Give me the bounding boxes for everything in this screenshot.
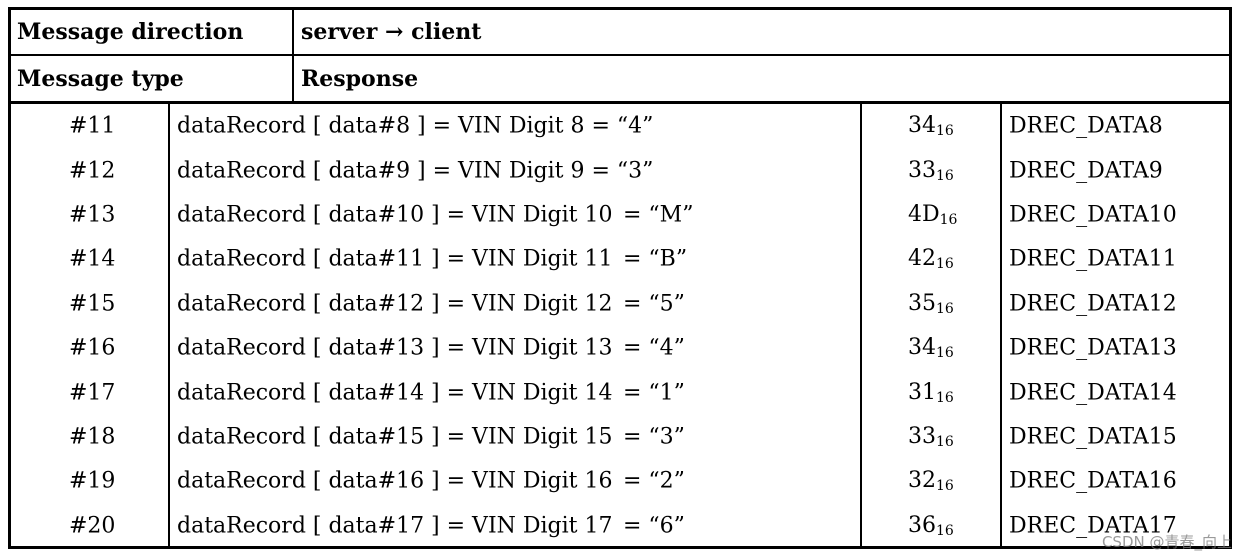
header-row-type: Message type Response [11,56,1229,104]
mnemonic: DREC_DATA16 [1009,468,1177,494]
parameter-description: dataRecord [ data#11 ] = VIN Digit 11 [177,246,613,272]
mnemonic: DREC_DATA15 [1009,424,1177,450]
hex-value: 3516 [908,291,954,317]
hex-value: 4D16 [908,202,957,228]
hex-base: 16 [936,300,954,317]
hex-base: 16 [936,256,954,273]
byte-index: #12 [69,158,116,184]
table-row: #19 dataRecord [ data#16 ] = VIN Digit 16… [11,459,1229,503]
byte-index: #11 [69,113,116,139]
parameter-description: dataRecord [ data#9 ] = VIN Digit 9 = “3… [177,158,654,184]
mnemonic: DREC_DATA12 [1009,291,1177,317]
table-row: #15 dataRecord [ data#12 ] = VIN Digit 12… [11,282,1229,326]
byte-index: #20 [69,513,116,539]
byte-index: #19 [69,468,116,494]
table-row: #18 dataRecord [ data#15 ] = VIN Digit 15… [11,415,1229,459]
parameter-description: dataRecord [ data#13 ] = VIN Digit 13 [177,335,613,361]
parameter-description: dataRecord [ data#8 ] = VIN Digit 8 = “4… [177,113,654,139]
parameter-value: = “3” [623,424,685,450]
parameter-description: dataRecord [ data#15 ] = VIN Digit 15 [177,424,613,450]
hex-digits: 42 [908,246,936,272]
column-divider [1000,104,1002,546]
byte-index: #15 [69,291,116,317]
parameter-description: dataRecord [ data#10 ] = VIN Digit 10 [177,202,613,228]
table-row: #12 dataRecord [ data#9 ] = VIN Digit 9 =… [11,148,1229,192]
parameter-value: = “6” [623,513,685,539]
mnemonic: DREC_DATA17 [1009,513,1177,539]
mnemonic: DREC_DATA11 [1009,246,1177,272]
byte-index: #16 [69,335,116,361]
parameter-value: = “B” [623,246,688,272]
hex-digits: 33 [908,423,936,449]
parameter-value: = “M” [623,202,694,228]
column-divider [168,104,170,546]
parameter-description: dataRecord [ data#16 ] = VIN Digit 16 [177,468,613,494]
byte-index: #14 [69,246,116,272]
hex-base: 16 [936,345,954,362]
table-row: #16 dataRecord [ data#13 ] = VIN Digit 13… [11,326,1229,370]
parameter-value: = “2” [623,468,685,494]
hex-digits: 34 [908,113,936,139]
table-row: #13 dataRecord [ data#10 ] = VIN Digit 10… [11,193,1229,237]
hex-base: 16 [936,123,954,140]
parameter-value: = “5” [623,291,685,317]
type-value: Response [301,65,419,92]
direction-value: server → client [301,19,482,45]
hex-base: 16 [936,389,954,406]
parameter-description: dataRecord [ data#14 ] = VIN Digit 14 [177,380,613,406]
hex-digits: 32 [908,468,936,494]
mnemonic: DREC_DATA14 [1009,380,1177,406]
parameter-value: = “1” [623,380,685,406]
hex-base: 16 [939,211,958,228]
byte-index: #18 [69,424,116,450]
hex-digits: 35 [908,290,936,316]
type-label: Message type [11,56,294,101]
hex-digits: 34 [908,335,936,361]
hex-value: 3216 [908,468,954,494]
mnemonic: DREC_DATA9 [1009,158,1163,184]
direction-label: Message direction [11,10,294,54]
mnemonic: DREC_DATA8 [1009,113,1163,139]
mnemonic: DREC_DATA10 [1009,202,1177,228]
column-divider [860,104,862,546]
hex-base: 16 [936,522,954,539]
hex-value: 3116 [908,380,954,406]
hex-digits: 4D [908,201,940,227]
hex-digits: 31 [908,379,936,405]
hex-base: 16 [936,167,954,184]
hex-base: 16 [936,478,954,495]
hex-value: 3416 [908,113,954,139]
message-table: Message direction server → client Messag… [8,7,1232,549]
table-row: #17 dataRecord [ data#14 ] = VIN Digit 14… [11,370,1229,414]
hex-digits: 36 [908,512,936,538]
table-row: #11 dataRecord [ data#8 ] = VIN Digit 8 =… [11,104,1229,148]
table-row: #14 dataRecord [ data#11 ] = VIN Digit 11… [11,237,1229,281]
hex-value: 4216 [908,246,954,272]
hex-value: 3316 [908,158,954,184]
parameter-description: dataRecord [ data#17 ] = VIN Digit 17 [177,513,613,539]
hex-value: 3416 [908,335,954,361]
header-row-direction: Message direction server → client [11,10,1229,56]
hex-digits: 33 [908,157,936,183]
watermark: CSDN @青春_向上 [1101,533,1232,551]
byte-index: #13 [69,202,116,228]
hex-value: 3616 [908,513,954,539]
parameter-value: = “4” [623,335,685,361]
table-row: #20 dataRecord [ data#17 ] = VIN Digit 17… [11,504,1229,548]
hex-value: 3316 [908,424,954,450]
hex-base: 16 [936,433,954,450]
table-body: #11 dataRecord [ data#8 ] = VIN Digit 8 =… [11,104,1229,546]
byte-index: #17 [69,380,116,406]
parameter-description: dataRecord [ data#12 ] = VIN Digit 12 [177,291,613,317]
mnemonic: DREC_DATA13 [1009,335,1177,361]
